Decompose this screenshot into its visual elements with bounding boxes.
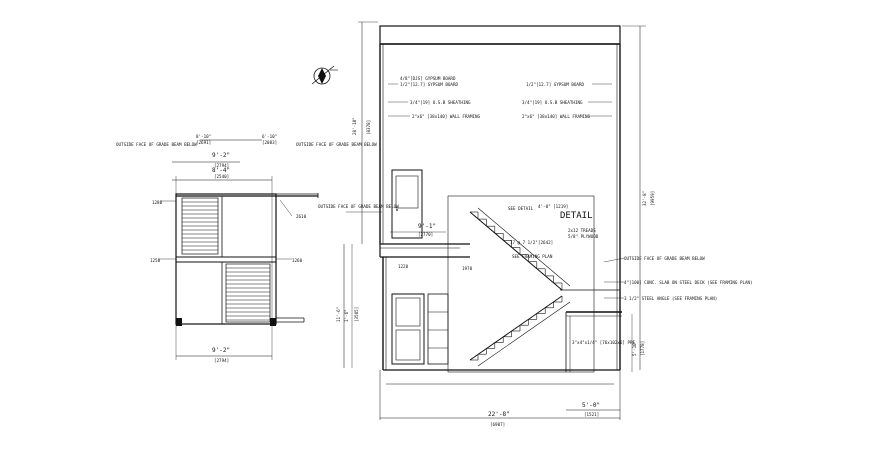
section-lower-height-b: 1'-6" (344, 309, 349, 322)
stair-note-3: 17 @ 7 1/2" (510, 240, 538, 245)
label-osb-left: 3/4"[19] O.S.B SHEATHING (410, 100, 471, 105)
section-bottom-dim-b-mm: [6907] (490, 422, 505, 427)
section-right-height-mm: [9959] (650, 191, 655, 206)
section-detail-label: DETAIL (560, 211, 593, 221)
section-bottom-dim-a: 5'-0" (582, 402, 600, 409)
section-lower-height: 11'-6" (336, 307, 341, 322)
section-small-note: 3"x4"x1/4" [76x102x6] PRE (572, 340, 636, 345)
section-bottom-dim-a-mm: [1521] (584, 412, 599, 417)
label-framing-right: 2"x6" [38x140] WALL FRAMING (522, 114, 591, 119)
plan-dim-top-d: 8'-4" (212, 167, 230, 174)
floor-plan: 8'-10" [2691] 6'-10" [2083] OUTSIDE FACE… (116, 134, 377, 363)
building-section: 4/8"[DJS] GYPSUM BOARD 1/2"[12.7] GYPSUM… (318, 21, 753, 427)
plan-dim-top-d-mm: [2540] (214, 174, 229, 179)
label-gypsum-left-2: 1/2"[12.7] GYPSUM BOARD (400, 82, 458, 87)
stair-note-7: 5/8" PLYWOOD (568, 234, 599, 239)
plan-dim-top-c: 6'-10" (262, 134, 277, 139)
section-right-height: 32'-8" (642, 191, 647, 206)
stair-note-4: [2642] (538, 240, 553, 245)
stair-note-2: 4'-0" [1219] (538, 204, 568, 209)
section-elev-1: 1220 (398, 264, 409, 269)
plan-elev-1250: 1250 (150, 258, 161, 263)
label-gypsum-left-1: 4/8"[DJS] GYPSUM BOARD (400, 76, 456, 81)
section-overall-height: 28'-10" (352, 117, 357, 135)
stair-note-1: SEE DETAIL (508, 206, 534, 211)
section-lower-height-mm: [3505] (354, 307, 359, 322)
plan-elev-2610: 2610 (296, 214, 307, 219)
label-osb-right: 3/4"[19] O.S.B SHEATHING (522, 100, 583, 105)
plan-dim-top-c-mm: [2083] (262, 140, 277, 145)
north-arrow-icon (311, 65, 338, 85)
section-outside-face-left: OUTSIDE FACE OF GRADE BEAM BELOW (318, 204, 399, 209)
section-mid-dim-mm: [2770] (418, 232, 433, 237)
section-right-lower-dim: 5'-10" (632, 341, 637, 356)
plan-dim-top-b: 9'-2" (212, 152, 230, 159)
label-framing-left: 2"x6" [38x140] WALL FRAMING (412, 114, 481, 119)
section-slab-note: 4"[100] CONC. SLAB ON STEEL DECK (SEE FR… (624, 280, 753, 285)
plan-elev-1280: 1280 (152, 200, 163, 205)
section-outside-face-right: OUTSIDE FACE OF GRADE BEAM BELOW (624, 256, 705, 261)
plan-dim-top-a: 8'-10" (196, 134, 211, 139)
plan-dim-top-b-mm: [2794] (214, 163, 229, 168)
plan-dim-bottom-mm: [2794] (214, 358, 229, 363)
plan-dim-bottom: 9'-2" (212, 347, 230, 354)
plan-note-right: OUTSIDE FACE OF GRADE BEAM BELOW (296, 142, 377, 147)
section-overall-height-mm: [8378] (366, 120, 371, 135)
label-gypsum-right: 1/2"[12.7] GYPSUM BOARD (526, 82, 584, 87)
plan-dim-top-a-mm: [2691] (196, 140, 211, 145)
section-right-lower-dim-mm: [1778] (640, 341, 645, 356)
plan-note-left: OUTSIDE FACE OF GRADE BEAM BELOW (116, 142, 197, 147)
section-mid-dim: 9'-1" (418, 223, 436, 230)
section-bottom-dim-b: 22'-8" (488, 411, 510, 418)
section-elev-2: 1970 (462, 266, 473, 271)
section-angle-note: 3 1/2" STEEL ANGLE (SEE FRAMING PLAN) (624, 296, 717, 301)
plan-elev-1260: 1260 (292, 258, 303, 263)
stair-note-6: 2x12 TREADS (568, 228, 596, 233)
stair-note-5: SEE FRAMING PLAN (512, 254, 553, 259)
